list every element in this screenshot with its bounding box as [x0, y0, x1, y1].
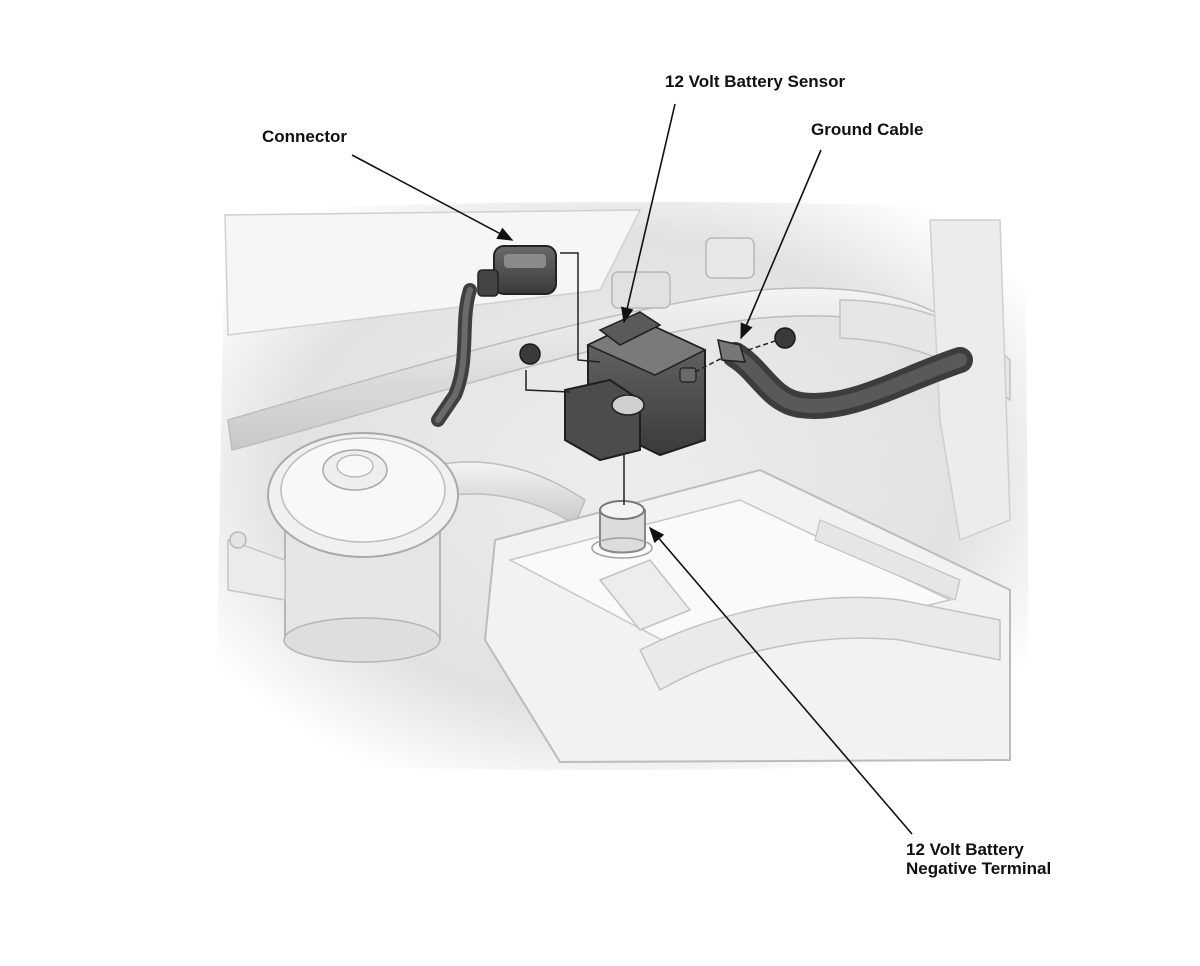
negative-terminal-post — [591, 500, 653, 559]
leader-sensor — [621, 103, 676, 324]
connector-part — [431, 245, 557, 427]
label-battery-sensor: 12 Volt Battery Sensor — [665, 72, 846, 91]
leader-lines — [351, 103, 913, 835]
assembly-guide-lines — [525, 252, 779, 505]
leader-connector — [351, 154, 514, 241]
reservoir — [227, 432, 459, 663]
ground-cable-part — [717, 327, 973, 419]
engine-bay-background — [215, 201, 1030, 771]
label-negative-terminal-line1: 12 Volt Battery — [906, 840, 1024, 859]
label-negative-terminal: 12 Volt Battery Negative Terminal — [906, 840, 1051, 878]
battery-sensor-part — [519, 311, 707, 462]
label-negative-terminal-line2: Negative Terminal — [906, 859, 1052, 878]
label-ground-cable: Ground Cable — [811, 120, 924, 139]
leader-ground — [740, 149, 822, 340]
leader-negative-terminal — [648, 526, 913, 835]
label-connector: Connector — [262, 127, 347, 146]
